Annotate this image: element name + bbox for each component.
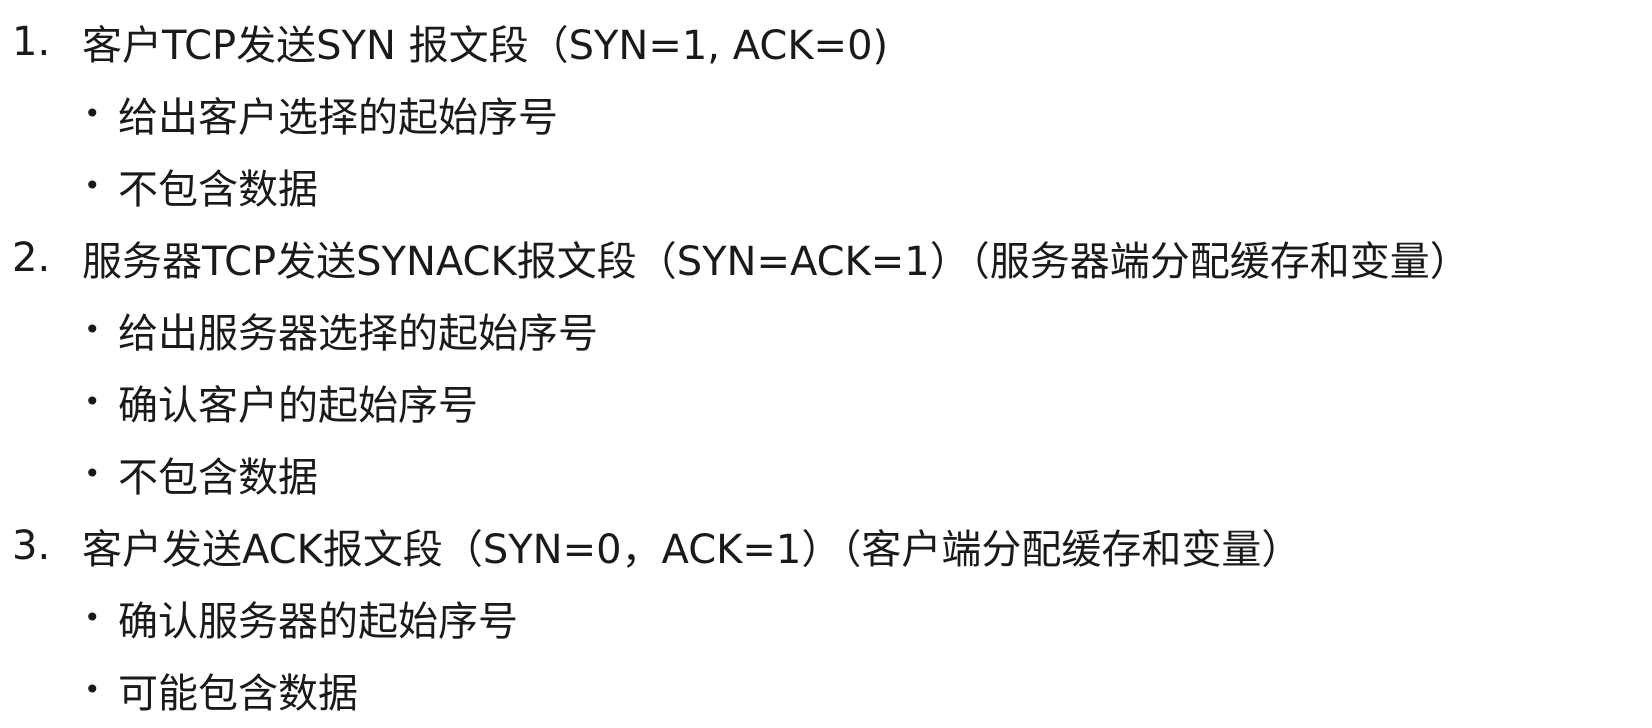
bullet-dot-icon: • (84, 673, 101, 706)
bullet-item: • 可能包含数据 (0, 654, 1652, 726)
step-1: 1. 客户TCP发送SYN 报文段（SYN=1, ACK=0) • 给出客户选择… (0, 6, 1652, 222)
step-text: 客户发送ACK报文段（SYN=0，ACK=1）（客户端分配缓存和变量） (82, 527, 1302, 573)
bullet-item: • 确认服务器的起始序号 (0, 582, 1652, 654)
step-text: 客户TCP发送SYN 报文段（SYN=1, ACK=0) (82, 23, 889, 69)
step-text: 服务器TCP发送SYNACK报文段（SYN=ACK=1）（服务器端分配缓存和变量… (82, 239, 1470, 285)
step-number: 2. (12, 235, 51, 281)
bullet-dot-icon: • (84, 97, 101, 130)
bullet-item: • 给出客户选择的起始序号 (0, 78, 1652, 150)
step-bullet-list: • 给出客户选择的起始序号 • 不包含数据 (0, 78, 1652, 222)
bullet-dot-icon: • (84, 169, 101, 202)
bullet-dot-icon: • (84, 385, 101, 418)
step-bullet-list: • 给出服务器选择的起始序号 • 确认客户的起始序号 • 不包含数据 (0, 294, 1652, 510)
bullet-text: 不包含数据 (118, 455, 318, 501)
bullet-text: 不包含数据 (118, 167, 318, 213)
step-number: 1. (12, 19, 51, 65)
bullet-item: • 确认客户的起始序号 (0, 366, 1652, 438)
bullet-dot-icon: • (84, 457, 101, 490)
bullet-text: 确认服务器的起始序号 (118, 599, 518, 645)
step-3: 3. 客户发送ACK报文段（SYN=0，ACK=1）（客户端分配缓存和变量） •… (0, 510, 1652, 726)
bullet-dot-icon: • (84, 313, 101, 346)
step-heading: 1. 客户TCP发送SYN 报文段（SYN=1, ACK=0) (0, 6, 1652, 78)
bullet-item: • 不包含数据 (0, 150, 1652, 222)
bullet-text: 给出服务器选择的起始序号 (118, 311, 598, 357)
bullet-text: 确认客户的起始序号 (118, 383, 478, 429)
step-heading: 2. 服务器TCP发送SYNACK报文段（SYN=ACK=1）（服务器端分配缓存… (0, 222, 1652, 294)
step-bullet-list: • 确认服务器的起始序号 • 可能包含数据 (0, 582, 1652, 726)
step-2: 2. 服务器TCP发送SYNACK报文段（SYN=ACK=1）（服务器端分配缓存… (0, 222, 1652, 510)
bullet-item: • 不包含数据 (0, 438, 1652, 510)
bullet-item: • 给出服务器选择的起始序号 (0, 294, 1652, 366)
bullet-text: 给出客户选择的起始序号 (118, 95, 558, 141)
bullet-dot-icon: • (84, 601, 101, 634)
step-number: 3. (12, 523, 51, 569)
step-heading: 3. 客户发送ACK报文段（SYN=0，ACK=1）（客户端分配缓存和变量） (0, 510, 1652, 582)
bullet-text: 可能包含数据 (118, 671, 358, 717)
